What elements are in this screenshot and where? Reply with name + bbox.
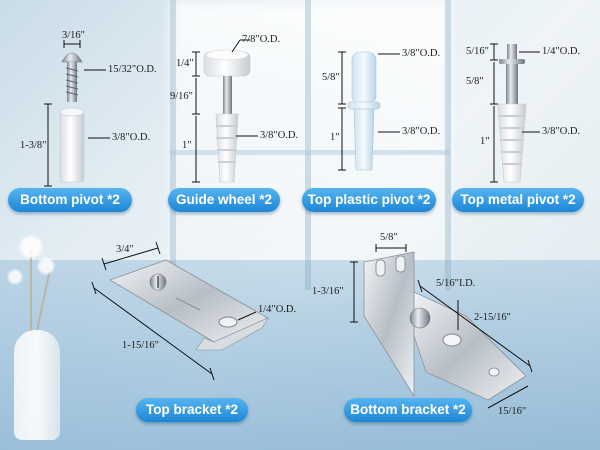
- dim-plastic-pivot-top: 5/8": [322, 72, 340, 83]
- dim-top-bracket-width: 3/4": [116, 244, 134, 255]
- dim-guide-wheel-od: 7/8"O.D.: [242, 34, 281, 45]
- dim-bottom-pivot-length: 1-3/8": [20, 140, 47, 151]
- dimension-lines: [44, 39, 540, 409]
- window-frame: [445, 0, 451, 290]
- badge-guide-wheel: Guide wheel *2: [168, 188, 280, 212]
- top-metal-pivot: [497, 44, 527, 183]
- bottom-bracket: [363, 251, 527, 401]
- dim-metal-pivot-bottom: 1": [480, 136, 490, 147]
- bottom-pivot: [59, 52, 85, 183]
- dim-bottom-bracket-length: 2-15/16": [474, 312, 511, 323]
- flower-stem: [30, 250, 32, 335]
- badge-bottom-bracket: Bottom bracket *2: [344, 398, 472, 422]
- dim-metal-pivot-pin: 5/16": [466, 46, 489, 57]
- dim-metal-pivot-pin-od: 1/4"O.D.: [542, 46, 581, 57]
- dim-bottom-bracket-id: 5/16"I.D.: [436, 278, 476, 289]
- dim-guide-wheel-sleeve-od: 3/8"O.D.: [260, 130, 299, 141]
- window-frame: [170, 0, 176, 290]
- dim-plastic-pivot-top-od: 3/8"O.D.: [402, 48, 441, 59]
- dim-metal-pivot-mid: 5/8": [466, 76, 484, 87]
- dim-bottom-pivot-thread-od: 15/32"O.D.: [108, 64, 157, 75]
- top-plastic-pivot: [347, 51, 381, 171]
- window-frame: [305, 0, 311, 290]
- dim-bottom-bracket-width: 15/16": [498, 406, 527, 417]
- dim-bottom-pivot-head: 3/16": [62, 30, 85, 41]
- guide-wheel: [203, 49, 251, 183]
- dim-top-bracket-hole: 1/4"O.D.: [258, 304, 297, 315]
- dim-metal-pivot-sleeve-od: 3/8"O.D.: [542, 126, 581, 137]
- dim-top-bracket-length: 1-15/16": [122, 340, 159, 351]
- badge-top-bracket: Top bracket *2: [136, 398, 248, 422]
- dim-bottom-bracket-height: 1-3/16": [312, 286, 344, 297]
- dim-plastic-pivot-bottom: 1": [330, 132, 340, 143]
- dim-plastic-pivot-bottom-od: 3/8"O.D.: [402, 126, 441, 137]
- dim-bottom-bracket-slot-spacing: 5/8": [380, 232, 398, 243]
- top-bracket: [109, 259, 269, 351]
- window-frame: [170, 150, 450, 155]
- vase: [14, 330, 60, 440]
- badge-top-plastic-pivot: Top plastic pivot *2: [302, 188, 436, 212]
- flower: [8, 270, 22, 284]
- dim-guide-wheel-shaft: 9/16": [170, 91, 193, 102]
- dim-guide-wheel-sleeve: 1": [182, 140, 192, 151]
- badge-bottom-pivot: Bottom pivot *2: [8, 188, 132, 212]
- flower: [20, 236, 42, 258]
- dim-guide-wheel-height: 1/4": [176, 58, 194, 69]
- dim-bottom-pivot-sleeve-od: 3/8"O.D.: [112, 132, 151, 143]
- flower: [38, 258, 54, 274]
- badge-top-metal-pivot: Top metal pivot *2: [452, 188, 584, 212]
